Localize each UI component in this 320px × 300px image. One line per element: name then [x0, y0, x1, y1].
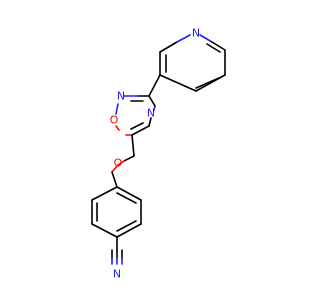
oxadiazole-oxygen-label: O	[110, 114, 119, 127]
bond	[91, 186, 118, 201]
bond	[206, 43, 221, 53]
bond	[176, 34, 191, 43]
pyridine-nitrogen-label: N	[192, 27, 200, 40]
molecule-structure-diagram: N N O N O N	[91, 27, 226, 281]
bond	[117, 160, 125, 166]
bond	[148, 117, 152, 127]
ether-oxygen-label: O	[114, 157, 123, 170]
oxadiazole-nitrogen-top-label: N	[117, 90, 125, 103]
bond	[159, 74, 197, 92]
bond	[131, 125, 150, 136]
oxadiazole-ring	[115, 95, 156, 136]
bond	[211, 41, 226, 51]
nitrile-group	[111, 236, 123, 265]
nitrile-nitrogen-label: N	[113, 268, 121, 281]
bond	[115, 125, 120, 131]
bond	[148, 74, 161, 97]
bond	[123, 155, 135, 162]
bond	[195, 77, 220, 89]
bond	[116, 223, 142, 238]
bond	[195, 74, 226, 92]
bond	[130, 122, 144, 130]
oxadiazole-nitrogen-right-label: N	[147, 107, 155, 120]
bond	[116, 220, 137, 232]
bond	[111, 164, 119, 173]
bond	[159, 41, 178, 53]
bond	[111, 171, 118, 188]
bond	[116, 192, 137, 204]
bond	[116, 186, 142, 201]
bond	[91, 223, 118, 238]
benzene-ring	[91, 186, 142, 238]
bond	[148, 95, 156, 107]
bond	[199, 34, 213, 43]
pyridine-ring	[159, 34, 226, 92]
bond	[131, 134, 135, 157]
bond	[115, 103, 119, 115]
